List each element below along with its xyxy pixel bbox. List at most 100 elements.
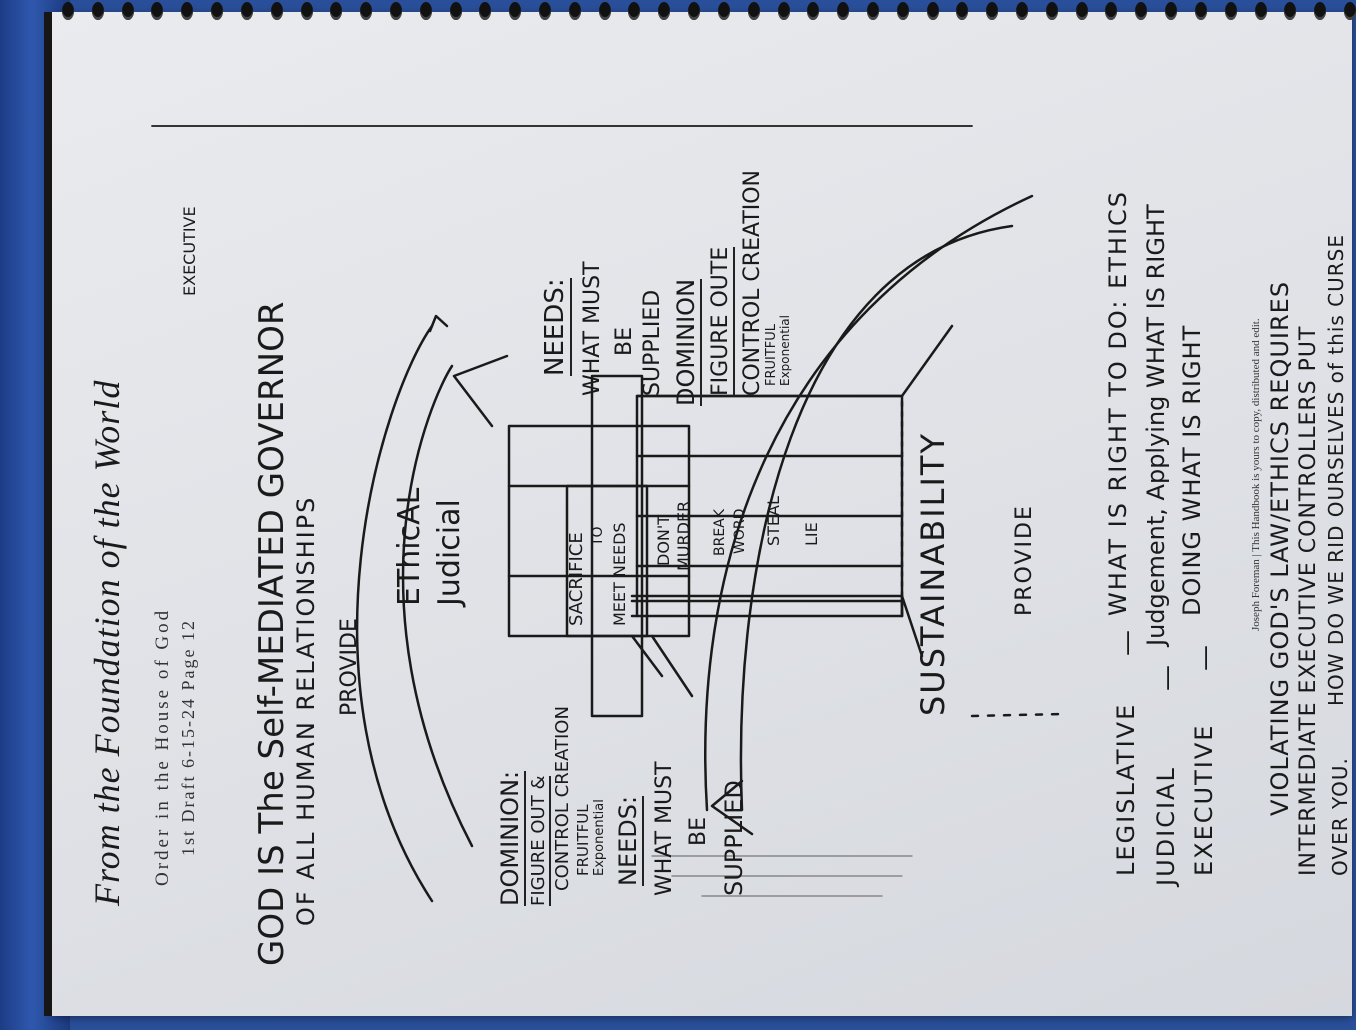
left-dominion: DOMINION: [496,770,526,906]
spiral-ring [598,2,611,20]
spiral-ring [91,2,104,20]
spiral-ring [688,2,701,20]
branch-executive: EXECUTIVE [1190,723,1218,876]
spiral-ring [300,2,313,20]
spiral-ring [1016,2,1028,20]
left-what-must: WHAT MUST [652,761,677,896]
branch-judicial-desc: Judgement, Applying WHAT IS RIGHT [1142,204,1170,646]
spiral-ring [1314,2,1327,20]
notebook-page [52,12,1352,1016]
spiral-ring [389,2,402,20]
right-be: BE [612,327,637,356]
spiral-ring [926,2,939,20]
footer-line1: VIOLATING GOD'S LAW/ETHICS REQUIRES [1266,280,1294,816]
spiral-ring [449,2,462,20]
judicial-label: Judicial [432,499,467,606]
arrow-head-top-left [428,314,449,333]
footer-line3a: OVER YOU. [1328,757,1352,876]
executive-note: EXECUTIVE [180,206,199,296]
spiral-ring [658,2,671,20]
cross-beam-sacrifice: SACRIFICE [566,532,587,626]
provide-arc-top-inner [401,364,474,848]
branch-judicial: JUDICIAL [1152,766,1180,886]
footer-line3b: HOW DO WE RID OURSELVES of this CURSE [1324,234,1348,706]
provide-arc-top [355,324,434,903]
spiral-ring [866,2,879,20]
command-lie: LIE [802,522,821,546]
spiral-ring [151,2,164,20]
spiral-ring [1135,2,1148,20]
command-break: BREAK [712,509,728,556]
spiral-ring [479,2,492,20]
spiral-ring [539,2,551,20]
page-content: From the Foundation of the World Order i… [52,12,1352,1016]
spiral-ring [1075,2,1088,20]
page-title: From the Foundation of the World [87,379,127,906]
branch-legislative: LEGISLATIVE [1112,702,1140,876]
left-supplied: SUPPLIED [720,780,748,896]
right-dominion: DOMINION [672,278,702,406]
spiral-ring [837,2,850,20]
spiral-ring [1045,2,1058,20]
spiral-ring [747,2,760,20]
right-control: CONTROL CREATION [740,169,765,396]
command-word: WORD [732,508,748,554]
cross-beam-to: TO [590,526,606,546]
cycle-drawing [151,125,1064,903]
spiral-ring [62,2,74,20]
branch-executive-dash: — [1190,645,1220,671]
right-exponential: Exponential [778,315,792,386]
page-subtitle: Order in the House of God [152,607,173,886]
thesis-line2: OF ALL HUMAN RELATIONSHIPS [292,495,320,926]
provide-label-bottom: PROVIDE [1012,504,1037,616]
branch-judicial-dash: — [1152,665,1182,691]
right-needs: NEEDS: [540,278,572,376]
right-what-must: WHAT MUST [580,261,605,396]
right-figure-out: FIGURE OUTE [708,246,735,396]
spiral-ring [360,2,373,20]
spiral-ring [330,2,343,20]
spiral-ring [1194,2,1207,20]
spiral-ring [896,2,909,20]
command-steal: STEAL [764,496,783,546]
branch-legislative-dash: — [1112,630,1142,656]
spiral-ring [419,2,432,20]
spiral-ring [181,2,194,20]
branch-legislative-desc: WHAT IS RIGHT TO DO: ETHICS [1104,189,1132,616]
thesis-line1: GOD IS The Self-MEDIATED GOVERNOR [252,301,292,966]
sustainability-label: SUSTAINABILITY [914,431,952,716]
spiral-ring [807,2,820,20]
spiral-ring [1105,2,1118,20]
spiral-rings [62,0,1356,22]
spiral-ring [1343,2,1356,20]
credit-line: Joseph Foreman | This Handbook is yours … [1250,318,1262,631]
provide-arc-bottom-inner [739,224,1014,812]
command-murder: MURDER [674,500,693,571]
spiral-ring [777,2,790,20]
spiral-ring [1224,2,1237,20]
right-supplied: SUPPLIED [640,289,665,396]
branch-executive-desc: DOING WHAT IS RIGHT [1178,324,1206,616]
left-figure-out: FIGURE OUT & [528,775,551,906]
spiral-ring [717,2,730,20]
spiral-ring [1284,2,1297,20]
spiral-ring [568,2,581,20]
arrow-head-bottom [710,779,754,836]
spiral-ring [240,2,253,20]
spiral-ring [1165,2,1178,20]
arrow-head-top-right [452,354,509,428]
provide-label-top: PROVIDE [337,618,362,716]
spiral-ring [211,2,224,20]
footer-line2: INTERMEDIATE EXECUTIVE CONTROLLERS PUT [1296,325,1321,876]
command-dont: DON'T [654,514,673,566]
right-fruitful: FRUITFUL [764,323,779,386]
draft-info: 1st Draft 6-15-24 Page 12 [178,619,198,856]
left-fruitful: FRUITFUL [574,804,592,876]
spiral-ring [956,2,969,20]
left-exponential: Exponential [592,799,607,876]
spiral-ring [986,2,999,20]
spiral-ring [121,2,134,20]
spiral-ring [270,2,283,20]
spiral-ring [1254,2,1267,20]
left-needs: NEEDS: [614,795,644,886]
